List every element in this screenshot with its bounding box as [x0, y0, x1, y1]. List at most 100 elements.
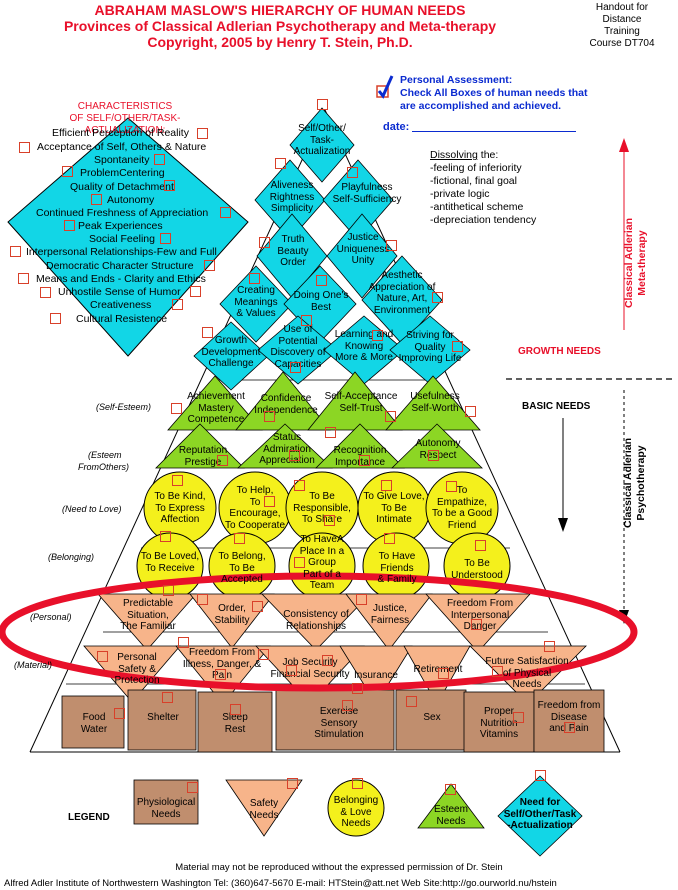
checkbox[interactable]	[347, 167, 358, 178]
checkbox[interactable]	[64, 220, 75, 231]
checkbox[interactable]	[352, 778, 363, 789]
checkbox[interactable]	[322, 655, 333, 666]
char-item: Interpersonal Relationships-Few and Full	[26, 246, 217, 258]
checkbox[interactable]	[190, 286, 201, 297]
checkbox[interactable]	[359, 455, 370, 466]
checkbox[interactable]	[465, 406, 476, 417]
checkbox[interactable]	[160, 531, 171, 542]
checkbox[interactable]	[385, 411, 396, 422]
label-learning: Learning and Knowing More & More	[334, 329, 394, 363]
check-mark-icon	[376, 75, 394, 99]
checkbox[interactable]	[324, 515, 335, 526]
checkbox[interactable]	[428, 450, 439, 461]
checkbox[interactable]	[452, 341, 463, 352]
checkbox[interactable]	[475, 540, 486, 551]
checkbox[interactable]	[372, 330, 383, 341]
checkbox[interactable]	[356, 594, 367, 605]
checkbox[interactable]	[432, 292, 443, 303]
legend-safety: Safety Needs	[249, 798, 279, 821]
checkbox[interactable]	[513, 712, 524, 723]
checkbox[interactable]	[386, 240, 397, 251]
checkbox[interactable]	[187, 782, 198, 793]
checkbox[interactable]	[249, 273, 260, 284]
checkbox[interactable]	[492, 666, 503, 677]
checkbox[interactable]	[535, 770, 546, 781]
legend-love: Belonging & Love Needs	[333, 795, 379, 829]
checkbox[interactable]	[301, 315, 312, 326]
checkbox[interactable]	[258, 649, 269, 660]
checkbox[interactable]	[62, 166, 73, 177]
checkbox[interactable]	[50, 313, 61, 324]
char-item: Means and Ends - Clarity and Ethics	[36, 273, 206, 285]
footer-address: Alfred Adler Institute of Northwestern W…	[4, 878, 557, 889]
label-responsible: To Be Responsible, To Share	[293, 491, 351, 525]
checkbox[interactable]	[234, 533, 245, 544]
checkbox[interactable]	[445, 784, 456, 795]
checkbox[interactable]	[97, 651, 108, 662]
checkbox[interactable]	[10, 246, 21, 257]
checkbox[interactable]	[264, 411, 275, 422]
checkbox[interactable]	[178, 637, 189, 648]
checkbox[interactable]	[19, 142, 30, 153]
label-confidence: Confidence Independence	[254, 393, 318, 416]
checkbox[interactable]	[40, 287, 51, 298]
checkbox[interactable]	[202, 327, 213, 338]
checkbox[interactable]	[91, 194, 102, 205]
checkbox[interactable]	[204, 260, 215, 271]
checkbox[interactable]	[384, 533, 395, 544]
label-be-loved: To Be Loved, To Receive	[140, 551, 200, 574]
checkbox[interactable]	[438, 668, 449, 679]
label-place-group: To HaveA Place In a Group Part of a Team	[299, 534, 345, 591]
label-aliveness: Aliveness Rightness Simplicity	[269, 180, 315, 214]
checkbox[interactable]	[230, 704, 241, 715]
checkbox[interactable]	[275, 158, 286, 169]
checkbox[interactable]	[217, 455, 228, 466]
checkbox[interactable]	[171, 403, 182, 414]
checkbox[interactable]	[172, 299, 183, 310]
checkbox[interactable]	[564, 722, 575, 733]
checkbox[interactable]	[342, 700, 353, 711]
checkbox[interactable]	[172, 475, 183, 486]
checkbox[interactable]	[325, 427, 336, 438]
checkbox[interactable]	[154, 154, 165, 165]
side-esteem-others-2: FromOthers)	[78, 462, 130, 472]
checkbox[interactable]	[18, 273, 29, 284]
char-item: Continued Freshness of Appreciation	[36, 207, 209, 219]
checkbox[interactable]	[162, 692, 173, 703]
checkbox[interactable]	[471, 619, 482, 630]
checkbox[interactable]	[544, 641, 555, 652]
checkbox[interactable]	[252, 601, 263, 612]
checkbox[interactable]	[160, 233, 171, 244]
char-item: Acceptance of Self, Others & Nature	[37, 141, 207, 153]
date-field[interactable]	[412, 131, 576, 132]
checkbox[interactable]	[381, 480, 392, 491]
char-item: Quality of Detachment	[70, 181, 174, 193]
checkbox[interactable]	[197, 128, 208, 139]
checkbox[interactable]	[215, 669, 226, 680]
highlight-ellipse	[0, 572, 638, 692]
checkbox[interactable]	[294, 557, 305, 568]
checkbox[interactable]	[316, 275, 327, 286]
checkbox[interactable]	[264, 496, 275, 507]
checkbox[interactable]	[446, 481, 457, 492]
label-justice-fairness: Justice, Fairness	[370, 603, 410, 626]
checkbox[interactable]	[164, 180, 175, 191]
checkbox[interactable]	[163, 585, 174, 596]
checkbox[interactable]	[220, 207, 231, 218]
checkbox[interactable]	[287, 778, 298, 789]
label-potential: Use of Potential Discovery of Capacities	[270, 324, 326, 370]
side-material: (Material)	[14, 660, 53, 670]
checkbox[interactable]	[290, 362, 301, 373]
checkbox[interactable]	[197, 594, 208, 605]
checkbox[interactable]	[317, 99, 328, 110]
checkbox[interactable]	[289, 450, 300, 461]
checkbox[interactable]	[294, 480, 305, 491]
checkbox[interactable]	[352, 683, 363, 694]
title-line-3: Copyright, 2005 by Henry T. Stein, Ph.D.	[147, 34, 413, 50]
checkbox[interactable]	[406, 696, 417, 707]
label-illness: Freedom From Illness, Danger, & Pain	[182, 647, 262, 681]
checkbox[interactable]	[286, 665, 297, 676]
checkbox[interactable]	[259, 237, 270, 248]
checkbox[interactable]	[114, 708, 125, 719]
